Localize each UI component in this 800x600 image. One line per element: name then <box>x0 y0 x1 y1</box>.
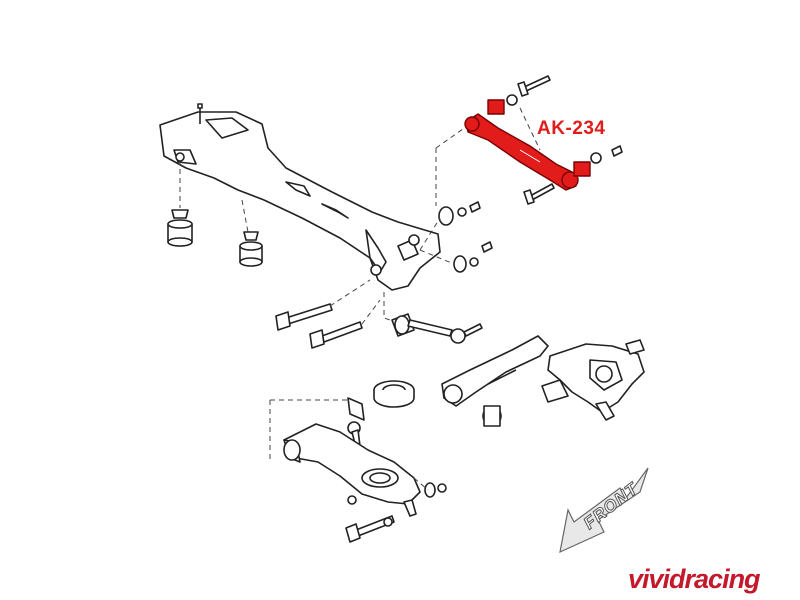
upper-arm-bolt-top <box>506 75 551 106</box>
part-number-label: AK-234 <box>537 118 606 139</box>
trailing-arm <box>441 335 549 427</box>
vividracing-logo: vividracing <box>628 564 761 594</box>
upper-arm-bolt-side <box>523 183 555 205</box>
subframe-bushing-right <box>239 231 263 267</box>
spring-seat <box>373 380 415 408</box>
rear-subframe <box>159 103 441 291</box>
leader-lines <box>179 107 541 491</box>
long-bolt-upper <box>275 303 333 331</box>
lower-arm-hardware <box>345 482 447 543</box>
front-direction-arrow <box>559 467 649 554</box>
rear-knuckle <box>541 339 645 421</box>
highlighted-camber-arm <box>464 99 591 191</box>
subframe-bushing-left <box>167 209 193 247</box>
long-bolt-lower <box>309 321 363 349</box>
lower-control-arm <box>283 423 421 517</box>
toe-link <box>391 313 483 344</box>
inner-mount-hardware <box>438 201 493 273</box>
upper-arm-nut-right <box>590 145 623 164</box>
